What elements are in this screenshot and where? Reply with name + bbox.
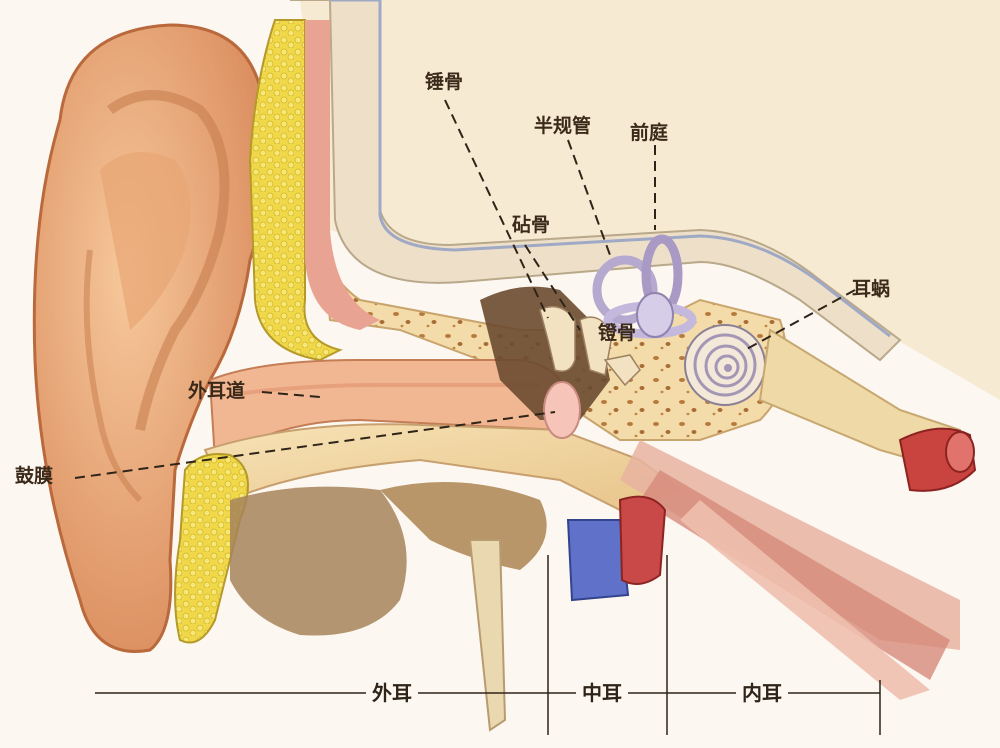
label-vestibule: 前庭 <box>630 122 669 144</box>
region-outer-ear: 外耳 <box>366 683 418 703</box>
label-ear-canal: 外耳道 <box>188 380 246 402</box>
label-incus: 砧骨 <box>512 214 551 236</box>
label-cochlea: 耳蜗 <box>852 278 891 300</box>
label-stapes: 镫骨 <box>598 322 637 344</box>
label-malleus: 锤骨 <box>425 71 464 93</box>
region-middle-ear: 中耳 <box>576 683 628 703</box>
label-eardrum: 鼓膜 <box>15 465 54 487</box>
region-inner-ear: 内耳 <box>736 683 788 703</box>
leader-lines <box>74 99 856 479</box>
label-semicircular-canals: 半规管 <box>534 115 592 137</box>
